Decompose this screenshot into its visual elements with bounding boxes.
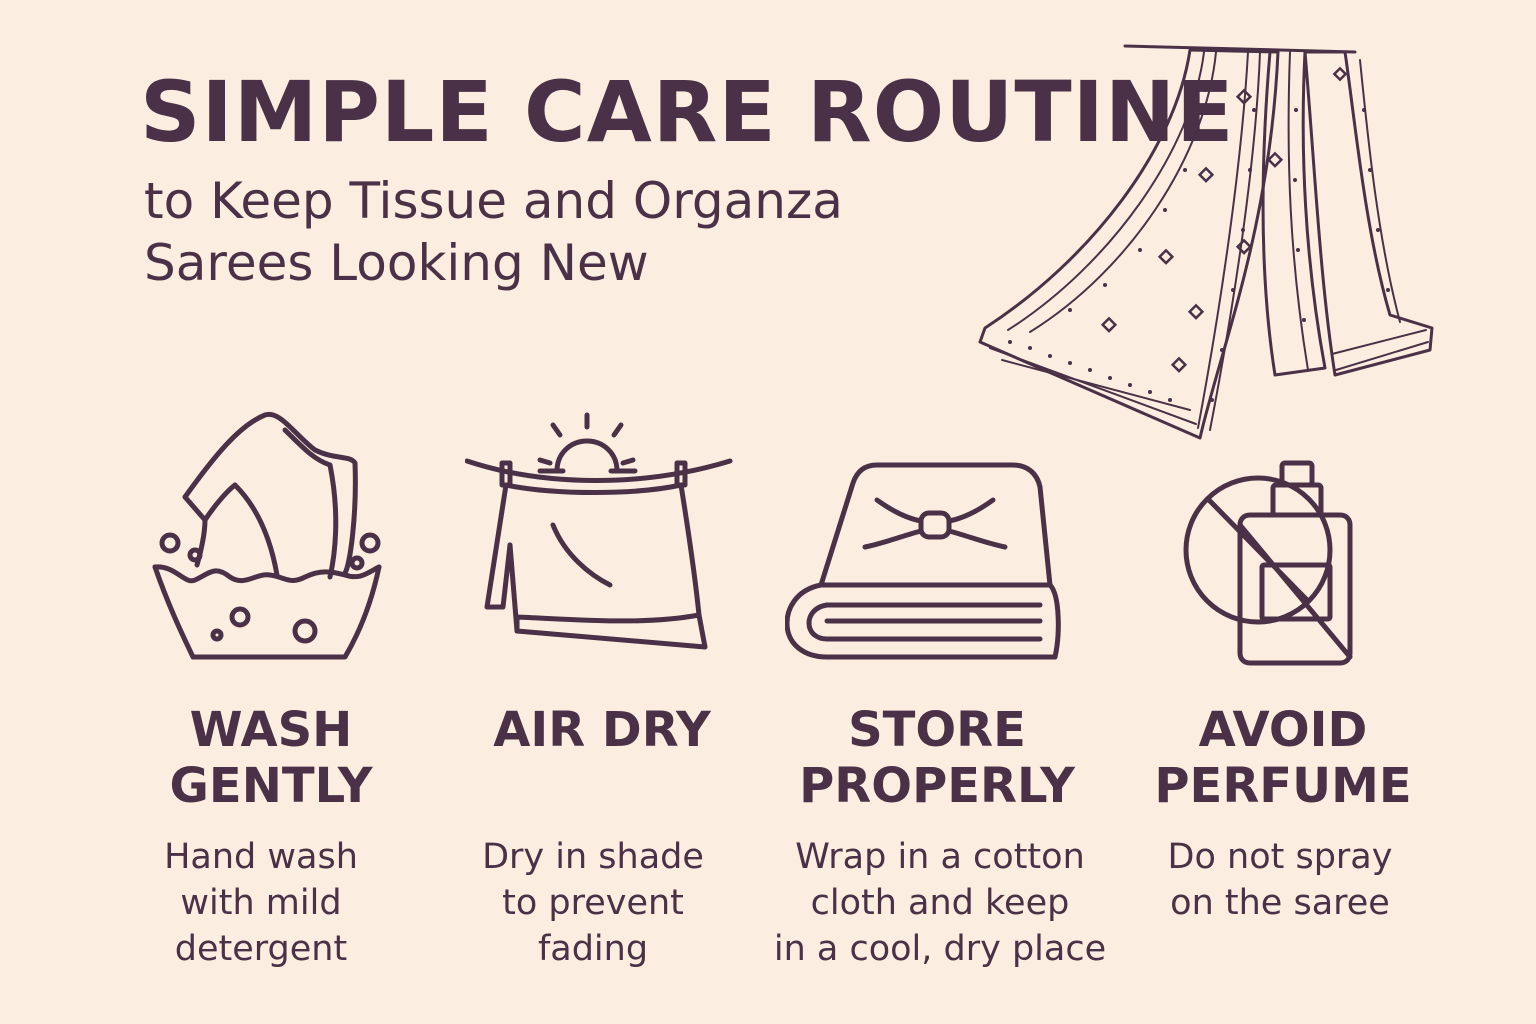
desc-line: Dry in shade xyxy=(482,837,704,877)
folded-cloth-icon xyxy=(785,462,1061,660)
step-heading-avoid-perfume: AVOID PERFUME xyxy=(1123,702,1443,814)
desc-line: Do not spray xyxy=(1167,837,1393,877)
heading-line: PROPERLY xyxy=(799,758,1075,814)
desc-line: Wrap in a cotton xyxy=(795,837,1085,877)
step-desc-avoid-perfume: Do not spray on the saree xyxy=(1100,834,1460,926)
heading-line: PERFUME xyxy=(1154,758,1412,814)
wash-basin-icon xyxy=(152,411,382,660)
heading-line: GENTLY xyxy=(169,758,373,814)
no-perfume-icon xyxy=(1183,460,1353,666)
desc-line: in a cool, dry place xyxy=(773,929,1107,969)
desc-line: detergent xyxy=(174,929,348,969)
desc-line: cloth and keep xyxy=(810,883,1070,923)
clothesline-sun-icon xyxy=(465,412,733,650)
step-desc-air-dry: Dry in shade to prevent fading xyxy=(413,834,773,972)
hanging-saree-illustration xyxy=(978,44,1434,440)
heading-line: STORE xyxy=(848,702,1026,758)
desc-line: fading xyxy=(537,929,649,969)
subtitle-line: Sarees Looking New xyxy=(144,234,649,292)
step-heading-wash: WASH GENTLY xyxy=(111,702,431,814)
desc-line: Hand wash xyxy=(164,837,358,877)
step-heading-air-dry: AIR DRY xyxy=(442,702,762,758)
desc-line: on the saree xyxy=(1170,883,1390,923)
page-subtitle: to Keep Tissue and Organza Sarees Lookin… xyxy=(144,170,843,294)
page-title: SIMPLE CARE ROUTINE xyxy=(140,63,1235,161)
heading-line: AVOID xyxy=(1198,702,1368,758)
step-desc-store: Wrap in a cotton cloth and keep in a coo… xyxy=(770,834,1110,972)
desc-line: to prevent xyxy=(502,883,684,923)
heading-line: WASH xyxy=(189,702,353,758)
step-heading-store: STORE PROPERLY xyxy=(777,702,1097,814)
subtitle-line: to Keep Tissue and Organza xyxy=(144,172,843,230)
step-desc-wash: Hand wash with mild detergent xyxy=(81,834,441,972)
desc-line: with mild xyxy=(180,883,342,923)
heading-line: AIR DRY xyxy=(493,702,711,758)
